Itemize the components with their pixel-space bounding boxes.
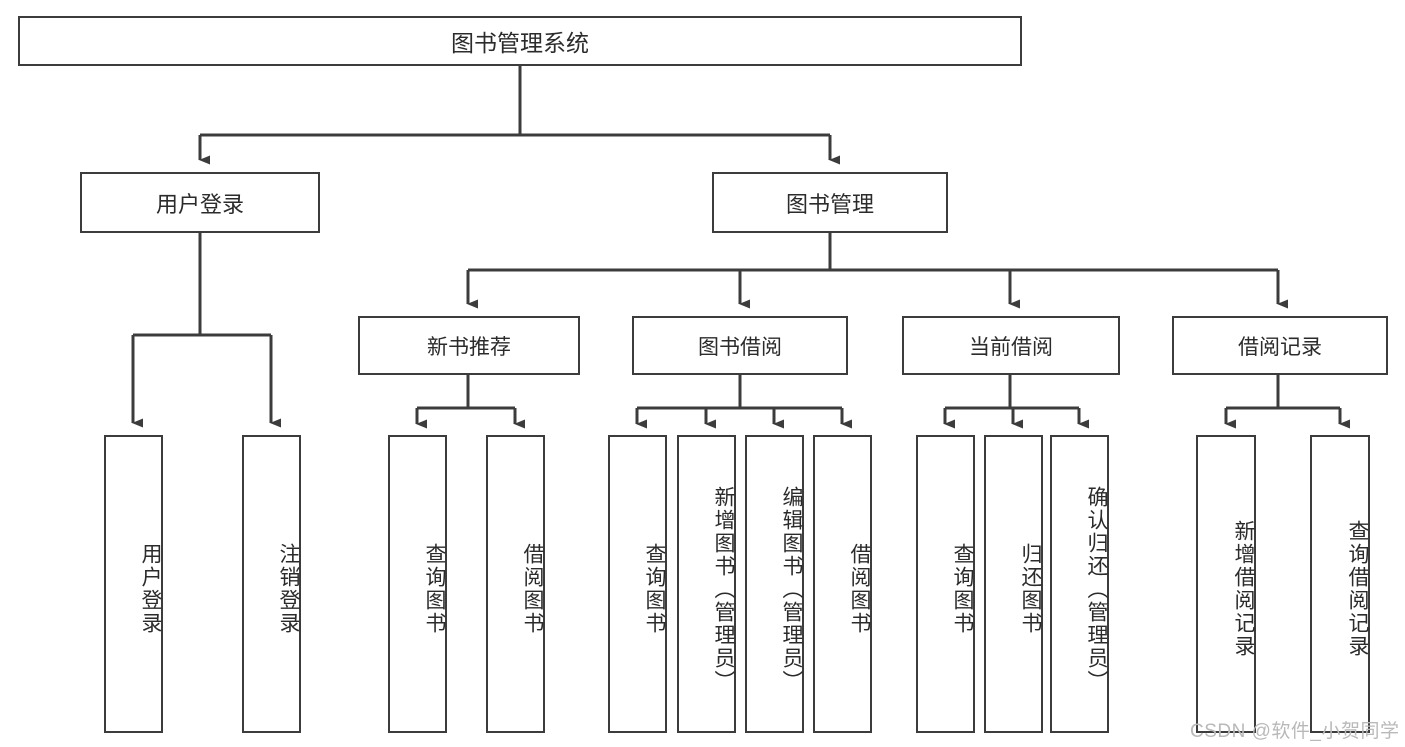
leaf-label: 查询图书 xyxy=(951,543,974,635)
leaf-book-borrow-add[interactable]: 新增图书（管理员） xyxy=(677,435,736,733)
leaf-label: 查询图书 xyxy=(643,543,666,635)
node-root-system[interactable]: 图书管理系统 xyxy=(18,16,1022,66)
node-book-borrow-label: 图书借阅 xyxy=(698,335,782,359)
node-root-label: 图书管理系统 xyxy=(451,30,589,56)
node-current-borrow-label: 当前借阅 xyxy=(969,335,1053,359)
leaf-current-borrow-return[interactable]: 归还图书 xyxy=(984,435,1043,733)
leaf-label: 归还图书 xyxy=(1019,543,1042,635)
node-user-login[interactable]: 用户登录 xyxy=(80,172,320,233)
node-new-book-recommend-label: 新书推荐 xyxy=(427,335,511,359)
leaf-label: 用户登录 xyxy=(139,543,162,635)
leaf-borrow-record-add[interactable]: 新增借阅记录 xyxy=(1196,435,1256,733)
leaf-label: 编辑图书（管理员） xyxy=(780,485,803,693)
node-current-borrow[interactable]: 当前借阅 xyxy=(902,316,1120,375)
leaf-user-login-login[interactable]: 用户登录 xyxy=(104,435,163,733)
leaf-label: 借阅图书 xyxy=(848,543,871,635)
leaf-label: 新增借阅记录 xyxy=(1232,520,1255,658)
leaf-label: 新增图书（管理员） xyxy=(712,485,735,693)
leaf-book-borrow-borrow[interactable]: 借阅图书 xyxy=(813,435,872,733)
leaf-label: 查询图书 xyxy=(423,543,446,635)
node-borrow-record-label: 借阅记录 xyxy=(1238,335,1322,359)
leaf-new-book-query[interactable]: 查询图书 xyxy=(388,435,447,733)
node-book-management[interactable]: 图书管理 xyxy=(712,172,948,233)
node-book-borrow[interactable]: 图书借阅 xyxy=(632,316,848,375)
node-new-book-recommend[interactable]: 新书推荐 xyxy=(358,316,580,375)
leaf-current-borrow-confirm-return[interactable]: 确认归还（管理员） xyxy=(1050,435,1109,733)
leaf-label: 注销登录 xyxy=(277,543,300,635)
leaf-current-borrow-query[interactable]: 查询图书 xyxy=(916,435,975,733)
leaf-borrow-record-query[interactable]: 查询借阅记录 xyxy=(1310,435,1370,733)
node-borrow-record[interactable]: 借阅记录 xyxy=(1172,316,1388,375)
leaf-book-borrow-edit[interactable]: 编辑图书（管理员） xyxy=(745,435,804,733)
leaf-label: 确认归还（管理员） xyxy=(1085,485,1108,693)
leaf-label: 借阅图书 xyxy=(521,543,544,635)
node-user-login-label: 用户登录 xyxy=(155,191,244,217)
leaf-new-book-borrow[interactable]: 借阅图书 xyxy=(486,435,545,733)
leaf-user-login-logout[interactable]: 注销登录 xyxy=(242,435,301,733)
leaf-book-borrow-query[interactable]: 查询图书 xyxy=(608,435,667,733)
node-book-management-label: 图书管理 xyxy=(785,191,874,217)
leaf-label: 查询借阅记录 xyxy=(1346,520,1369,658)
